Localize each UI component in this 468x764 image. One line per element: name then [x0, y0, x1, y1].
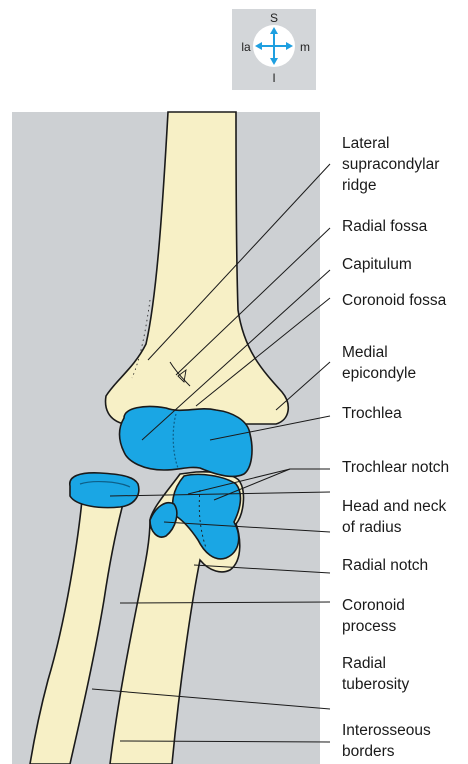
radial-head	[70, 473, 139, 508]
label-coronoid-process: Coronoid process	[342, 595, 405, 637]
label-medial-epicondyle: Medial epicondyle	[342, 342, 416, 384]
compass-medial: m	[300, 40, 310, 54]
label-line: Lateral	[342, 133, 439, 154]
label-radial-fossa: Radial fossa	[342, 216, 427, 237]
label-line: Trochlea	[342, 403, 402, 424]
label-line: Coronoid	[342, 595, 405, 616]
label-radial-notch: Radial notch	[342, 555, 428, 576]
label-line: Capitulum	[342, 254, 412, 275]
label-interosseous-borders: Interosseous borders	[342, 720, 431, 762]
label-lateral-supracondylar-ridge: Lateral supracondylar ridge	[342, 133, 439, 196]
label-line: Radial notch	[342, 555, 428, 576]
label-trochlear-notch: Trochlear notch	[342, 457, 449, 478]
label-capitulum: Capitulum	[342, 254, 412, 275]
condyle-articular-surface	[120, 406, 253, 476]
label-line: Radial fossa	[342, 216, 427, 237]
label-head-and-neck-of-radius: Head and neck of radius	[342, 496, 446, 538]
label-line: of radius	[342, 517, 446, 538]
compass-lateral: la	[241, 40, 251, 54]
label-line: Trochlear notch	[342, 457, 449, 478]
label-line: Head and neck	[342, 496, 446, 517]
compass-superior: S	[270, 11, 278, 25]
label-line: Coronoid fossa	[342, 290, 446, 311]
compass-inferior: I	[272, 71, 275, 85]
label-coronoid-fossa: Coronoid fossa	[342, 290, 446, 311]
orientation-compass: S I la m	[232, 9, 316, 90]
label-line: ridge	[342, 175, 439, 196]
label-line: Radial	[342, 653, 409, 674]
label-line: epicondyle	[342, 363, 416, 384]
label-line: borders	[342, 741, 431, 762]
label-line: tuberosity	[342, 674, 409, 695]
label-radial-tuberosity: Radial tuberosity	[342, 653, 409, 695]
label-line: process	[342, 616, 405, 637]
label-trochlea: Trochlea	[342, 403, 402, 424]
label-line: supracondylar	[342, 154, 439, 175]
label-line: Interosseous	[342, 720, 431, 741]
label-line: Medial	[342, 342, 416, 363]
